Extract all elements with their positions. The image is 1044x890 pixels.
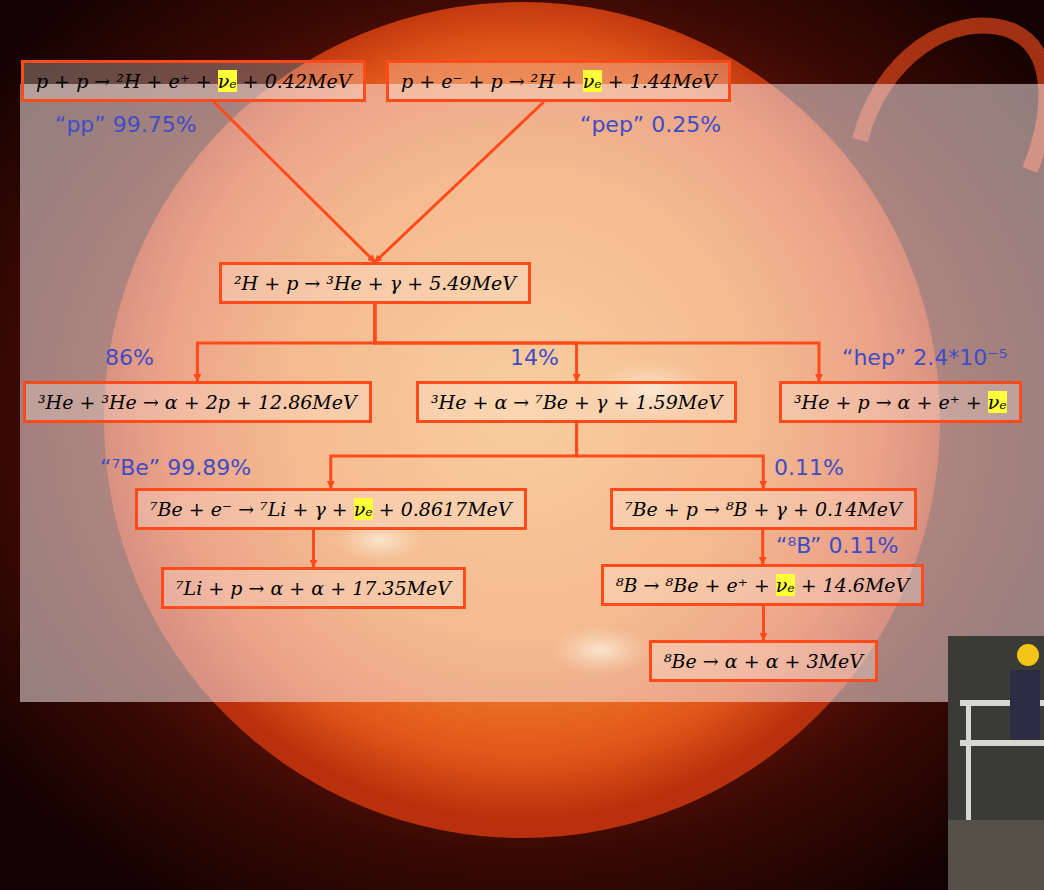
branch-percentage: 86%	[105, 345, 154, 371]
photo-post	[966, 700, 971, 820]
flow-arrow	[312, 530, 315, 567]
reaction-box: ⁷Be + e⁻ → ⁷Li + γ + νₑ + 0.8617MeV	[135, 488, 527, 530]
neutrino-highlight: νₑ	[988, 391, 1007, 413]
photo-rail	[960, 740, 1044, 746]
photo-helmet	[1017, 644, 1039, 666]
reaction-box: ³He + ³He → α + 2p + 12.86MeV	[23, 381, 372, 423]
reaction-text: ³He + p → α + e⁺ + νₑ	[794, 390, 1007, 414]
neutrino-highlight: νₑ	[354, 498, 373, 520]
reaction-box: p + e⁻ + p → ²H + νₑ + 1.44MeV	[386, 60, 731, 102]
reaction-box: ⁸Be → α + α + 3MeV	[649, 640, 878, 682]
flow-arrow	[214, 102, 375, 262]
branch-percentage: “⁸B” 0.11%	[776, 533, 898, 559]
flow-arrow	[761, 530, 764, 564]
reaction-text: ⁷Be + p → ⁸B + γ + 0.14MeV	[625, 497, 902, 521]
reaction-box: ³He + p → α + e⁺ + νₑ	[779, 381, 1022, 423]
flow-arrow	[577, 423, 764, 488]
photo-ground	[948, 636, 1044, 890]
reaction-text: p + e⁻ + p → ²H + νₑ + 1.44MeV	[401, 69, 716, 93]
branch-percentage: “hep” 2.4*10⁻⁵	[842, 345, 1008, 371]
reaction-box: ⁷Be + p → ⁸B + γ + 0.14MeV	[610, 488, 917, 530]
reaction-text: ³He + ³He → α + 2p + 12.86MeV	[38, 390, 357, 414]
flow-arrow	[375, 102, 544, 262]
branch-percentage: “pep” 0.25%	[580, 112, 721, 138]
branch-percentage: 14%	[510, 345, 559, 371]
photo-floor	[948, 820, 1044, 890]
flow-arrow	[331, 423, 577, 488]
reaction-text: ⁸B → ⁸Be + e⁺ + νₑ + 14.6MeV	[616, 573, 909, 597]
reaction-text: ²H + p → ³He + γ + 5.49MeV	[234, 271, 516, 295]
reaction-text: p + p → ²H + e⁺ + νₑ + 0.42MeV	[36, 69, 351, 93]
branch-percentage: “pp” 99.75%	[55, 112, 197, 138]
neutrino-highlight: νₑ	[776, 574, 795, 596]
neutrino-highlight: νₑ	[583, 70, 602, 92]
flow-arrow	[762, 606, 765, 640]
reaction-box: ²H + p → ³He + γ + 5.49MeV	[219, 262, 531, 304]
neutrino-highlight: νₑ	[218, 70, 237, 92]
branch-percentage: 0.11%	[774, 455, 844, 481]
reaction-text: ³He + α → ⁷Be + γ + 1.59MeV	[431, 390, 722, 414]
reaction-box: p + p → ²H + e⁺ + νₑ + 0.42MeV	[21, 60, 366, 102]
reaction-box: ³He + α → ⁷Be + γ + 1.59MeV	[416, 381, 737, 423]
reaction-box: ⁷Li + p → α + α + 17.35MeV	[161, 567, 466, 609]
overlay-panel	[20, 84, 1044, 702]
flow-arrow	[197, 304, 375, 381]
reaction-text: ⁷Li + p → α + α + 17.35MeV	[176, 576, 451, 600]
miner-photo	[948, 636, 1044, 890]
flow-arrow	[375, 304, 819, 381]
photo-figure	[1010, 670, 1040, 740]
branch-percentage: “⁷Be” 99.89%	[100, 455, 251, 481]
reaction-text: ⁸Be → α + α + 3MeV	[664, 649, 863, 673]
reaction-text: ⁷Be + e⁻ → ⁷Li + γ + νₑ + 0.8617MeV	[150, 497, 512, 521]
reaction-box: ⁸B → ⁸Be + e⁺ + νₑ + 14.6MeV	[601, 564, 924, 606]
